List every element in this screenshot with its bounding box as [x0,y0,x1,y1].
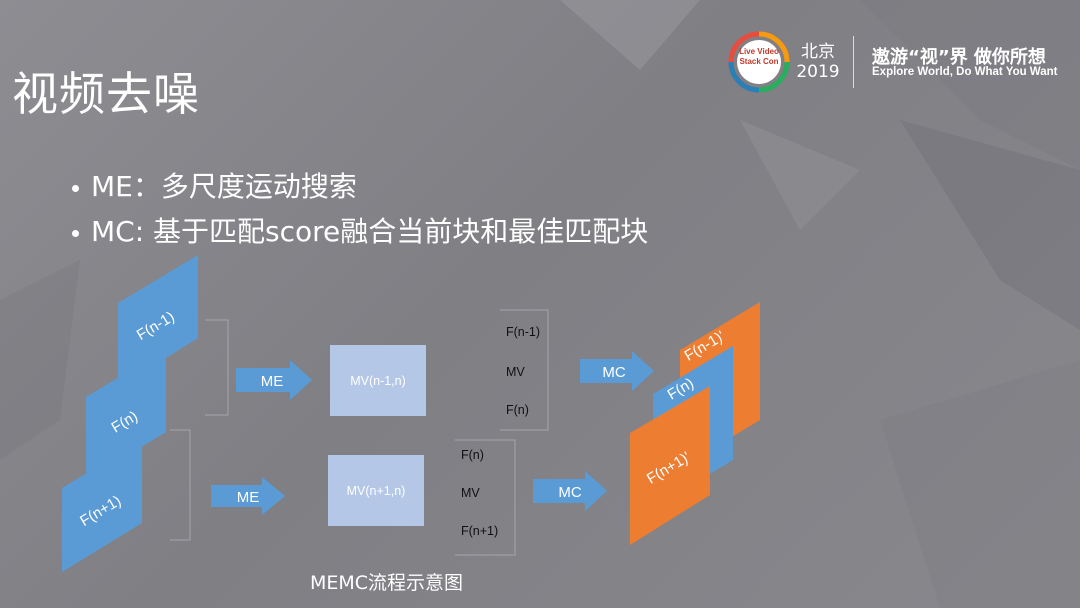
logo-text-line-1: Live Video [739,47,779,56]
frame-next [62,440,142,572]
me-arrow-upper [236,360,312,400]
me-arrow-lower [211,477,285,515]
bracket-lines [170,309,549,556]
event-city: 北京 [801,42,835,62]
slogan-chinese: 遨游“视”界 做你所想 [872,47,1046,68]
logo-text: Live Video Stack Con [736,47,782,67]
upper-input-curr: F(n) [506,403,529,417]
bullet-dot [72,229,79,237]
event-location: 北京 2019 [796,42,840,82]
lower-input-mv: MV [461,486,480,500]
bullet-dot [72,184,79,192]
out-frame-next [630,386,710,545]
slogan-english: Explore World, Do What You Want [872,66,1058,78]
upper-input-mv: MV [506,365,525,379]
bullet-me-text: ME：多尺度运动搜索 [91,170,357,203]
lower-input-next: F(n+1) [461,524,498,538]
mv-box-lower [328,455,424,526]
bullet-mc: MC: 基于匹配score融合当前块和最佳匹配块 [72,210,648,250]
event-year: 2019 [796,62,840,82]
mc-label-lower: MC [558,484,581,501]
mv-box-upper-label: MV(n-1,n) [350,374,406,388]
lower-input-curr: F(n) [461,448,484,462]
mc-label-upper: MC [602,364,625,381]
upper-input-prev: F(n-1) [506,325,540,339]
bullet-me: ME：多尺度运动搜索 [72,165,357,205]
mv-box-lower-label: MV(n+1,n) [347,484,406,498]
bullet-mc-text: MC: 基于匹配score融合当前块和最佳匹配块 [91,215,649,248]
mv-box-upper [330,345,426,416]
diagram-caption: MEMC流程示意图 [310,572,464,594]
me-label-upper: ME [261,373,284,390]
frame-prev [118,255,198,388]
mc-arrow-lower [533,471,607,511]
livevideo-logo [728,31,790,93]
logo-text-line-2: Stack Con [739,57,779,66]
slide-title: 视频去噪 [12,67,200,121]
mc-arrow-upper [580,351,654,391]
me-label-lower: ME [237,489,260,506]
brand-divider [853,36,854,88]
frame-curr [86,349,166,481]
